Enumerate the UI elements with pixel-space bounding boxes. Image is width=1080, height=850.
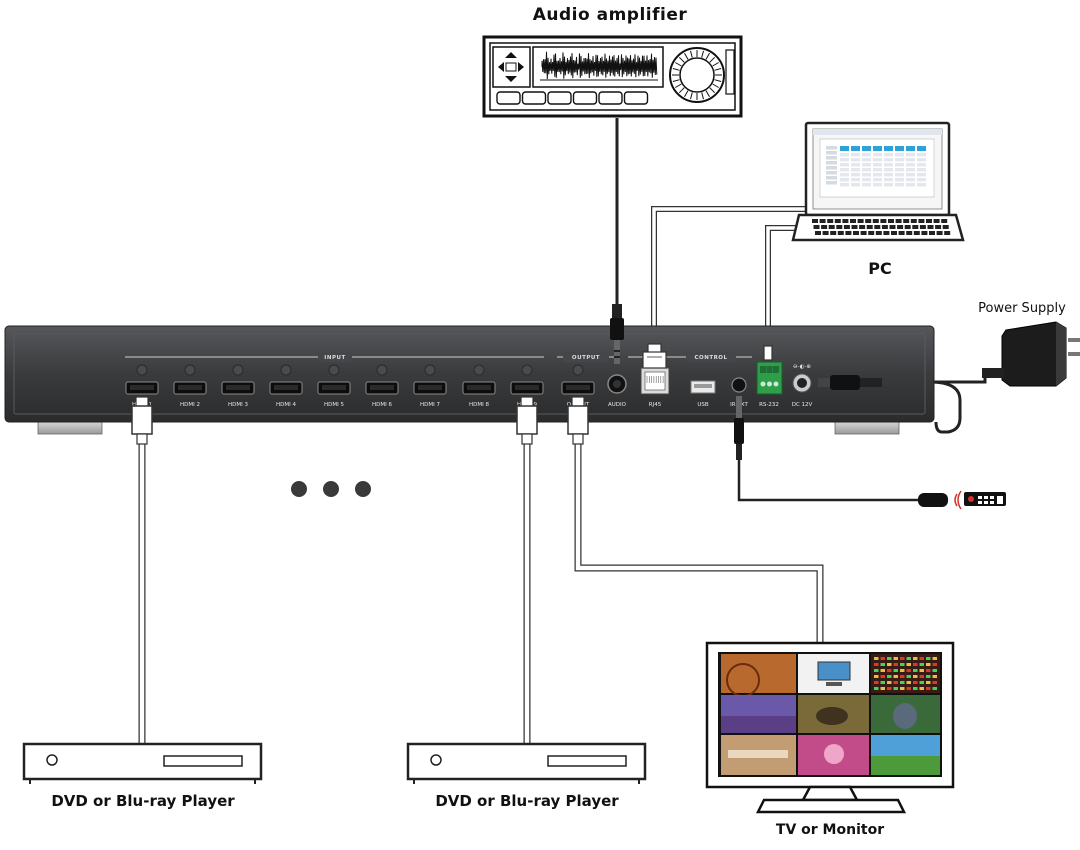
hdmi-input-port-4[interactable]: HDMI 4 bbox=[269, 364, 303, 408]
power-adapter bbox=[982, 321, 1080, 387]
dc-panel-plug bbox=[818, 375, 882, 390]
hdmi-input-port-2[interactable]: HDMI 2 bbox=[173, 364, 207, 408]
rs232-cable bbox=[766, 226, 806, 352]
dvd-player-1-label: DVD or Blu-ray Player bbox=[51, 792, 235, 810]
audio-port-label: AUDIO bbox=[608, 402, 627, 408]
rj45-port[interactable]: RJ45 bbox=[640, 367, 670, 408]
audio-port[interactable]: AUDIO bbox=[607, 374, 627, 408]
dc-polarity-icon: ⊖-◐-⊕ bbox=[793, 364, 811, 370]
hdmi-input-port-8[interactable]: HDMI 8 bbox=[462, 364, 496, 408]
hdmi-input-label-3: HDMI 3 bbox=[228, 402, 248, 408]
dvd-player-2-label: DVD or Blu-ray Player bbox=[435, 792, 619, 810]
dc-port-label: DC 12V bbox=[792, 402, 813, 408]
hdmi1-plug bbox=[131, 396, 153, 445]
hdmi-input-port-5[interactable]: HDMI 5 bbox=[317, 364, 351, 408]
power-cable-extra bbox=[828, 380, 962, 434]
hdmi9-plug bbox=[516, 396, 538, 445]
ir-remote-icon bbox=[954, 490, 1006, 510]
hdmi-input-label-2: HDMI 2 bbox=[180, 402, 200, 408]
output-plug bbox=[567, 396, 589, 445]
usb-port[interactable]: USB bbox=[690, 380, 716, 408]
rs232-port-label: RS-232 bbox=[759, 402, 779, 408]
rj45-port-label: RJ45 bbox=[649, 402, 662, 408]
hdmi-input-label-4: HDMI 4 bbox=[276, 402, 296, 408]
hdmi-input-label-6: HDMI 6 bbox=[372, 402, 392, 408]
dvd-player-1 bbox=[22, 742, 263, 784]
hdmi-input-label-5: HDMI 5 bbox=[324, 402, 344, 408]
pc-label: PC bbox=[868, 259, 892, 278]
power-supply-label: Power Supply bbox=[978, 301, 1066, 316]
tv-monitor bbox=[705, 641, 955, 814]
audio-plug bbox=[610, 304, 624, 364]
dvd2-disc-tray bbox=[547, 755, 627, 767]
rs232-plug bbox=[763, 345, 773, 361]
tv-tile-stock-board bbox=[871, 654, 940, 693]
audio-amplifier bbox=[482, 35, 743, 118]
pc-laptop bbox=[791, 121, 965, 242]
more-inputs-ellipsis-icon bbox=[291, 481, 371, 497]
dvd1-power-icon bbox=[46, 754, 58, 766]
waveform-display bbox=[541, 51, 658, 80]
usb-port-label: USB bbox=[697, 402, 709, 408]
hdmi-input-label-7: HDMI 7 bbox=[420, 402, 440, 408]
dvd1-disc-tray bbox=[163, 755, 243, 767]
section-input-label: INPUT bbox=[324, 355, 345, 361]
ir-receiver bbox=[918, 493, 948, 507]
nav-pad-icon bbox=[498, 52, 524, 82]
hdmi-input-port-3[interactable]: HDMI 3 bbox=[221, 364, 255, 408]
dvd2-power-icon bbox=[430, 754, 442, 766]
dc-power-port[interactable]: ⊖-◐-⊕ DC 12V bbox=[792, 364, 813, 408]
audio-amplifier-label: Audio amplifier bbox=[532, 5, 688, 25]
rj45-cable bbox=[652, 207, 806, 346]
ir-plug bbox=[734, 396, 744, 460]
ir-cable bbox=[737, 460, 920, 502]
hdmi-input-port-6[interactable]: HDMI 6 bbox=[365, 364, 399, 408]
section-output-label: OUTPUT bbox=[572, 355, 600, 361]
output-cable-outline bbox=[574, 440, 824, 643]
output-cable bbox=[575, 440, 823, 643]
hdmi-input-port-7[interactable]: HDMI 7 bbox=[413, 364, 447, 408]
tv-stand-neck bbox=[800, 785, 860, 802]
tv-monitor-label: TV or Monitor bbox=[775, 822, 885, 838]
section-control-label: CONTROL bbox=[695, 355, 728, 361]
tv-stand-base bbox=[755, 798, 907, 814]
hdmi-input-label-8: HDMI 8 bbox=[469, 402, 489, 408]
rs232-port[interactable]: RS-232 bbox=[756, 361, 783, 408]
dvd-player-2 bbox=[406, 742, 647, 784]
rj45-plug bbox=[642, 343, 667, 369]
dc-plug bbox=[982, 368, 1004, 378]
